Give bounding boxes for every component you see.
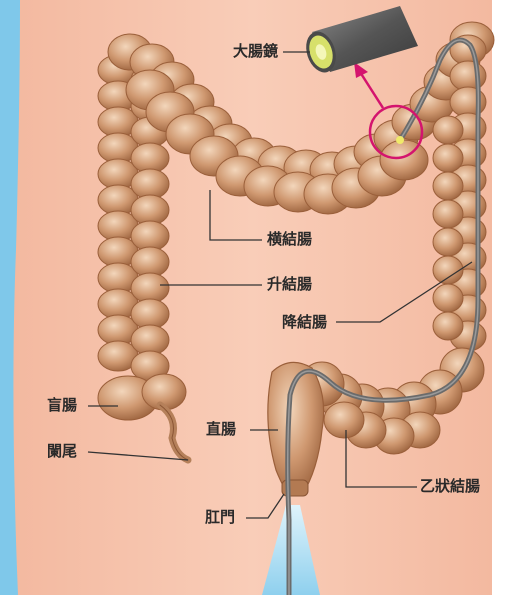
label-ascending-colon: 升結腸 bbox=[267, 277, 312, 292]
descending-colon-segment bbox=[433, 144, 463, 172]
descending-colon-segment bbox=[433, 172, 463, 200]
label-appendix: 闌尾 bbox=[47, 444, 77, 459]
label-descending-colon: 降結腸 bbox=[282, 315, 327, 330]
label-rectum: 直腸 bbox=[206, 422, 236, 437]
descending-colon-segment bbox=[433, 284, 463, 312]
descending-colon-segment bbox=[433, 312, 463, 340]
label-anus: 肛門 bbox=[205, 510, 235, 525]
sigmoid-colon-segment bbox=[324, 402, 364, 438]
descending-colon-segment bbox=[433, 256, 463, 284]
label-transverse-colon: 横結腸 bbox=[267, 232, 312, 247]
label-cecum: 盲腸 bbox=[47, 398, 77, 413]
label-colonoscope: 大腸鏡 bbox=[233, 44, 278, 59]
descending-colon-segment bbox=[433, 228, 463, 256]
label-sigmoid-colon: 乙狀結腸 bbox=[420, 479, 480, 494]
descending-colon-segment bbox=[433, 116, 463, 144]
descending-colon-segment bbox=[433, 200, 463, 228]
scope-tip-light bbox=[396, 136, 404, 144]
transverse-colon-segment bbox=[380, 140, 428, 180]
